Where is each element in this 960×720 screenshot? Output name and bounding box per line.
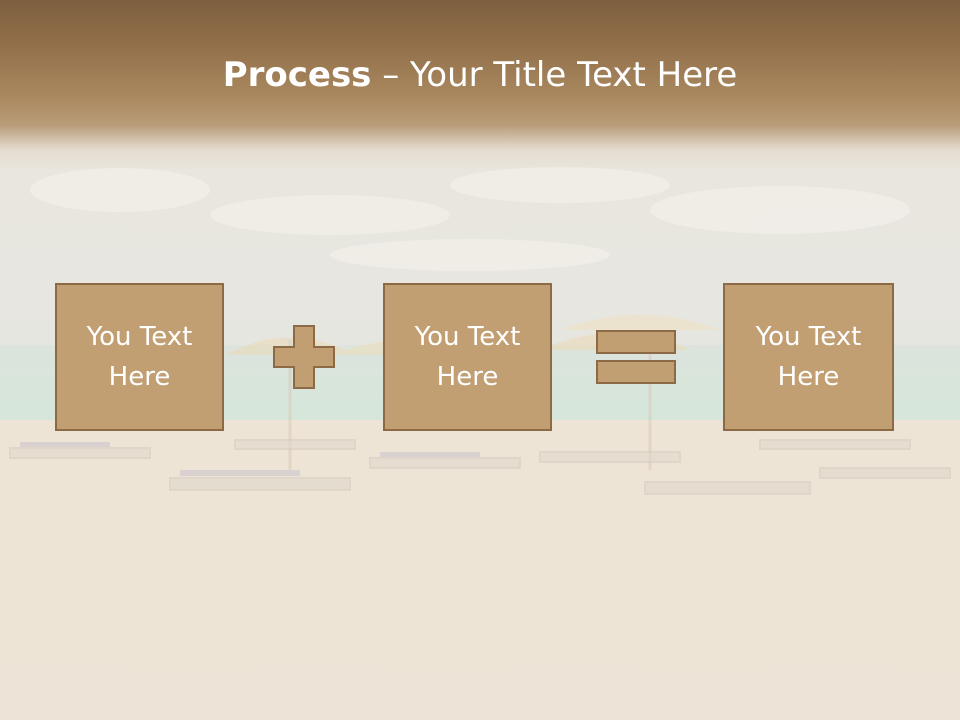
process-box-3[interactable]: You Text Here bbox=[723, 283, 894, 431]
process-box-1[interactable]: You Text Here bbox=[55, 283, 224, 431]
equals-icon bbox=[596, 330, 676, 384]
title-rest-text: – Your Title Text Here bbox=[371, 55, 738, 95]
title-bold-text: Process bbox=[222, 55, 372, 95]
process-box-1-text: You Text Here bbox=[86, 322, 193, 392]
plus-icon bbox=[273, 325, 335, 389]
process-box-2[interactable]: You Text Here bbox=[383, 283, 552, 431]
slide-title: Process – Your Title Text Here bbox=[0, 54, 960, 96]
process-box-3-text: You Text Here bbox=[755, 322, 862, 392]
title-band bbox=[0, 0, 960, 170]
process-box-2-text: You Text Here bbox=[414, 322, 521, 392]
